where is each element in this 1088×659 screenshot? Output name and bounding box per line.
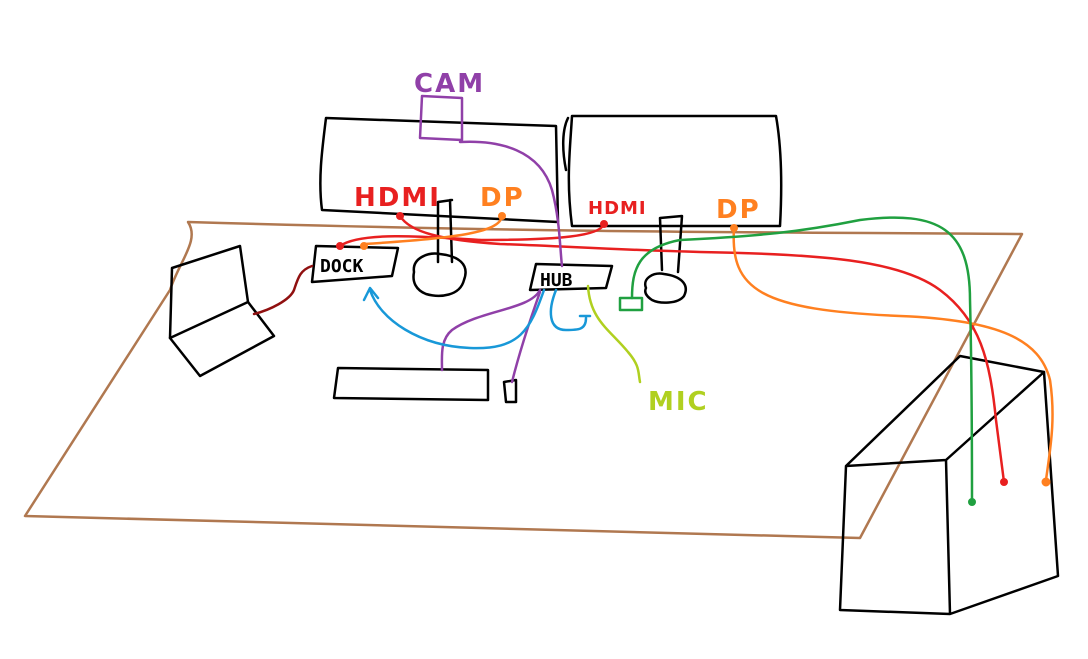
pc-tower (838, 354, 1060, 616)
dock-box (310, 244, 400, 284)
cam-label: CAM (414, 69, 485, 99)
hdmi-left-to-dock (338, 234, 482, 248)
mic-label: MIC (648, 387, 709, 417)
keyboard (332, 366, 490, 402)
dp-right-port (730, 224, 738, 232)
hdmi-right-port (600, 220, 608, 228)
dp-right-cable (732, 226, 1054, 482)
laptop-screen (168, 244, 250, 340)
camera-box (418, 94, 464, 142)
pc-hdmi-port (1000, 478, 1008, 486)
desk-outline (23, 220, 1024, 540)
cam-usb-cable (458, 140, 564, 268)
green-cable (630, 216, 974, 504)
hdmi-right-cable (478, 222, 606, 242)
hub-blue-loop (549, 288, 592, 332)
hub-label: HUB (540, 270, 573, 291)
hdmi-left-label: HDMI (354, 183, 441, 213)
dock-hdmi-port (336, 242, 344, 250)
hdmi-left-port (396, 212, 404, 220)
left-monitor-base (412, 252, 467, 297)
hdmi-right-label: HDMI (588, 198, 647, 219)
dp-left-cable (362, 214, 504, 246)
right-monitor-bezel-gap (562, 116, 570, 172)
hub-to-dock-cable (362, 286, 546, 350)
right-monitor-base (643, 272, 687, 304)
dp-right-label: DP (716, 195, 761, 225)
left-monitor-stand (436, 198, 454, 264)
laptop-dock-cable (252, 264, 314, 316)
hub-box (528, 262, 614, 292)
hub-to-keyboard-cable (440, 288, 542, 372)
mic-cable (586, 284, 642, 384)
dp-left-label: DP (480, 183, 525, 213)
dp-left-port (498, 212, 506, 220)
laptop-base (168, 300, 276, 378)
left-monitor (319, 116, 560, 224)
dock-label: DOCK (320, 256, 364, 277)
right-monitor-stand (658, 214, 684, 274)
right-monitor (567, 114, 783, 228)
mouse (502, 378, 518, 404)
dock-dp-port (360, 242, 368, 250)
pc-dp-port (1041, 477, 1051, 487)
pc-green-port (968, 498, 976, 506)
hdmi-left-cable (398, 214, 1006, 484)
hub-to-mouse-cable (510, 290, 542, 384)
green-usb-box (618, 296, 644, 312)
